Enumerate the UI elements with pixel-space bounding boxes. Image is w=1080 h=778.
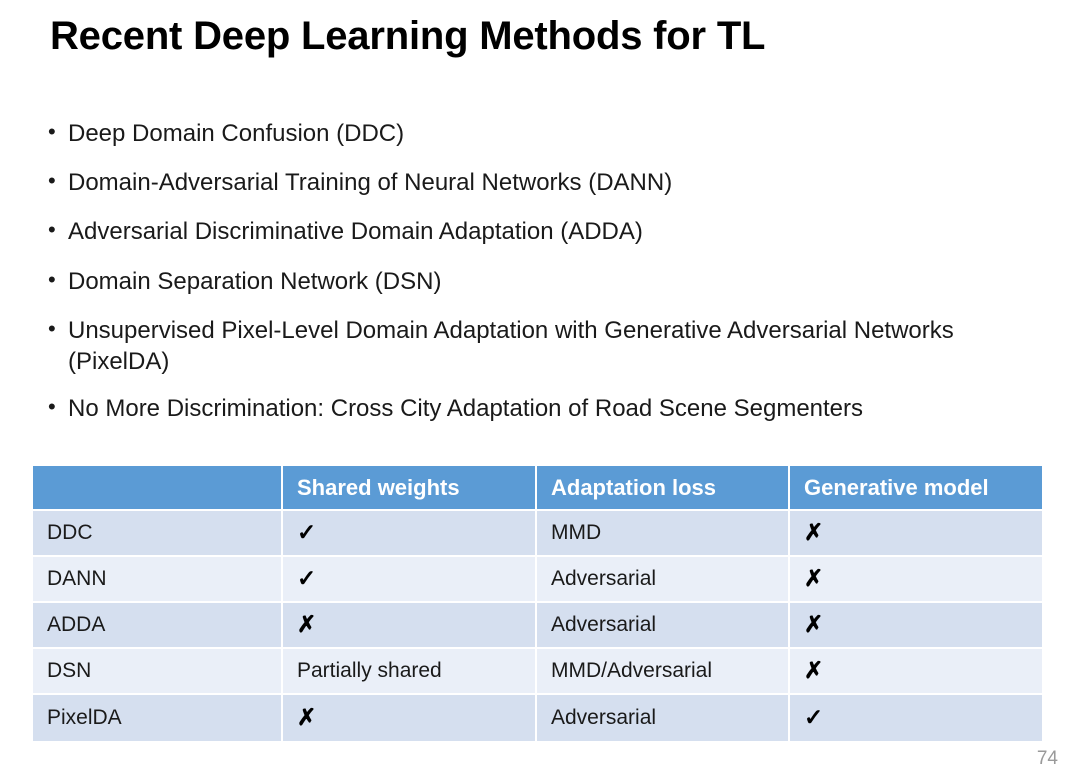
list-item-label: Unsupervised Pixel-Level Domain Adaptati… xyxy=(68,316,954,375)
list-item-label: Domain-Adversarial Training of Neural Ne… xyxy=(68,169,673,197)
list-item: • Domain Separation Network (DSN) xyxy=(40,266,1050,297)
cross-icon: ✗ xyxy=(804,564,824,591)
cell-shared-weights: ✗ xyxy=(283,603,537,649)
cell-method: DDC xyxy=(33,511,283,557)
table-row: DSN Partially shared MMD/Adversarial ✗ xyxy=(33,649,1042,695)
cell-generative-model: ✗ xyxy=(790,557,1042,603)
cell-shared-weights: ✗ xyxy=(283,695,537,741)
cell-generative-model: ✗ xyxy=(790,603,1042,649)
cell-method: DANN xyxy=(33,557,283,603)
bullet-icon: • xyxy=(48,217,56,243)
page-title: Recent Deep Learning Methods for TL xyxy=(50,14,766,58)
cell-shared-weights: Partially shared xyxy=(283,649,537,695)
bullet-icon: • xyxy=(48,119,56,144)
list-item-label: Deep Domain Confusion (DDC) xyxy=(68,120,405,147)
bullet-icon: • xyxy=(48,168,56,194)
cell-shared-weights: ✓ xyxy=(283,511,537,557)
cell-adaptation-loss: MMD xyxy=(537,511,790,557)
cell-generative-model: ✗ xyxy=(790,649,1042,695)
cell-generative-model: ✓ xyxy=(790,695,1042,741)
cell-method: PixelDA xyxy=(33,695,283,741)
methods-comparison-table: Shared weights Adaptation loss Generativ… xyxy=(33,466,1042,741)
list-item: • Unsupervised Pixel-Level Domain Adapta… xyxy=(40,315,1050,377)
table-row: DANN ✓ Adversarial ✗ xyxy=(33,557,1042,603)
column-header-method xyxy=(33,466,283,511)
cell-method: DSN xyxy=(33,649,283,695)
cross-icon: ✗ xyxy=(804,610,824,637)
list-item-label: Domain Separation Network (DSN) xyxy=(68,267,442,295)
check-icon: ✓ xyxy=(297,518,317,545)
methods-bullet-list: • Deep Domain Confusion (DDC) • Domain-A… xyxy=(40,118,1050,442)
bullet-icon: • xyxy=(48,315,56,341)
table-row: DDC ✓ MMD ✗ xyxy=(33,511,1042,557)
list-item: • Adversarial Discriminative Domain Adap… xyxy=(40,216,1050,247)
cross-icon: ✗ xyxy=(297,610,317,637)
table-row: PixelDA ✗ Adversarial ✓ xyxy=(33,695,1042,741)
bullet-icon: • xyxy=(48,266,56,292)
check-icon: ✓ xyxy=(804,703,824,730)
table-header-row: Shared weights Adaptation loss Generativ… xyxy=(33,466,1042,511)
list-item: • Domain-Adversarial Training of Neural … xyxy=(40,167,1050,198)
cell-adaptation-loss: Adversarial xyxy=(537,603,790,649)
cell-adaptation-loss: Adversarial xyxy=(537,695,790,741)
check-icon: ✓ xyxy=(297,564,317,591)
cell-method: ADDA xyxy=(33,603,283,649)
column-header-generative-model: Generative model xyxy=(790,466,1042,511)
cross-icon: ✗ xyxy=(297,703,317,730)
list-item-label: Adversarial Discriminative Domain Adapta… xyxy=(68,218,643,246)
list-item: • Deep Domain Confusion (DDC) xyxy=(40,118,1050,149)
column-header-adaptation-loss: Adaptation loss xyxy=(537,466,790,511)
list-item: • No More Discrimination: Cross City Ada… xyxy=(40,393,1050,424)
cell-adaptation-loss: Adversarial xyxy=(537,557,790,603)
cross-icon: ✗ xyxy=(804,656,824,683)
table-row: ADDA ✗ Adversarial ✗ xyxy=(33,603,1042,649)
cross-icon: ✗ xyxy=(804,518,824,545)
cell-adaptation-loss: MMD/Adversarial xyxy=(537,649,790,695)
column-header-shared-weights: Shared weights xyxy=(283,466,537,511)
page-number: 74 xyxy=(1036,748,1058,769)
cell-shared-weights: ✓ xyxy=(283,557,537,603)
cell-generative-model: ✗ xyxy=(790,511,1042,557)
bullet-icon: • xyxy=(48,394,56,420)
list-item-label: No More Discrimination: Cross City Adapt… xyxy=(68,395,864,423)
